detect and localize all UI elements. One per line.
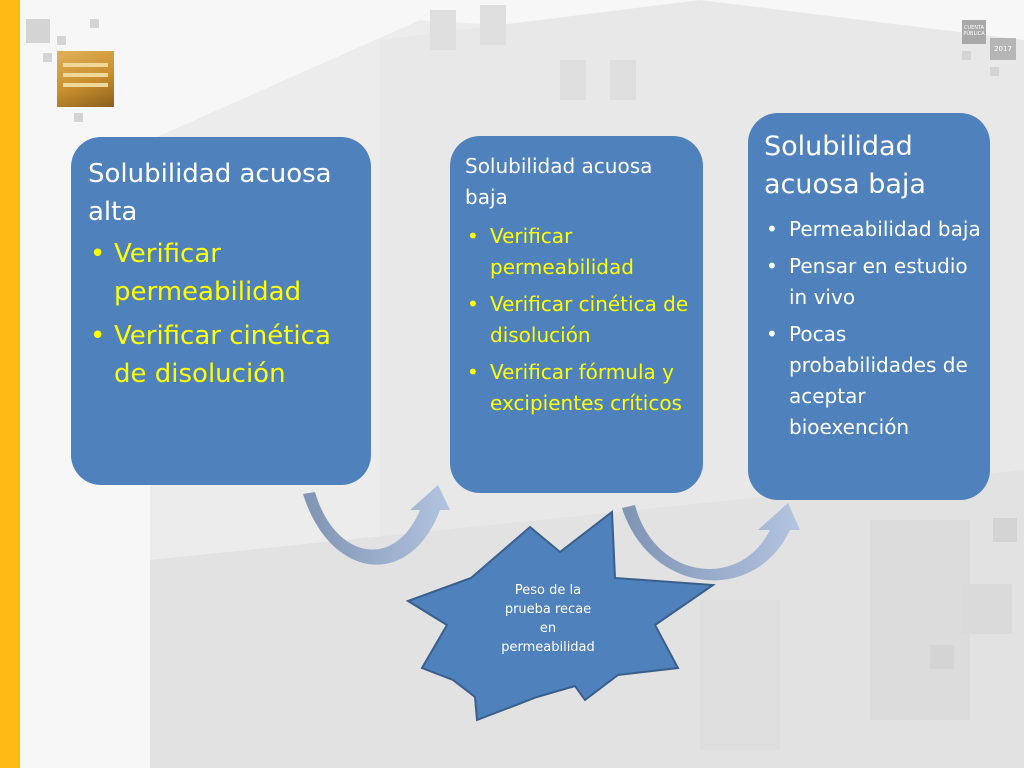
bullet-list: Verificar permeabilidad Verificar cinéti… [465,221,695,419]
badge-line: PÚBLICA [963,31,985,37]
accent-stripe [0,0,20,768]
decor-square [993,518,1017,542]
curved-arrow-2 [622,503,800,581]
callout-text: Peso de la prueba recae en permeabilidad [488,581,608,657]
logo-photo [57,51,114,107]
cuenta-publica-badge: CUENTA PÚBLICA [962,20,986,44]
list-item: Verificar cinética de disolución [88,317,357,393]
bullet-list: Permeabilidad baja Pensar en estudio in … [764,214,982,443]
box-high-solubility: Solubilidad acuosa alta Verificar permea… [71,137,371,485]
badge-line: CUENTA [963,25,985,31]
list-item: Verificar permeabilidad [465,221,695,283]
decor-square [57,36,66,45]
decor-square [962,51,971,60]
box-heading: Solubilidad acuosa baja [764,131,926,200]
list-item: Verificar fórmula y excipientes críticos [465,357,695,419]
box-heading: Solubilidad acuosa alta [88,159,332,227]
curved-arrow-1 [303,485,450,565]
decor-square [43,53,52,62]
box-heading: Solubilidad acuosa baja [465,154,653,209]
box-low-solubility: Solubilidad acuosa baja Verificar permea… [450,136,703,493]
decor-square [90,19,99,28]
list-item: Verificar cinética de disolución [465,289,695,351]
decor-square [26,19,50,43]
bullet-list: Verificar permeabilidad Verificar cinéti… [88,235,357,393]
list-item: Pensar en estudio in vivo [764,251,982,313]
callout-line: permeabilidad [501,640,595,655]
list-item: Permeabilidad baja [764,214,982,245]
decor-square [74,113,83,122]
burst-shape [405,510,716,722]
list-item: Verificar permeabilidad [88,235,357,311]
callout-line: Peso de la [514,583,582,598]
callout-line: en [539,621,557,636]
year-badge: 2017 [990,38,1016,60]
decor-square [930,645,954,669]
box-low-solubility-low-permeability: Solubilidad acuosa baja Permeabilidad ba… [748,113,990,500]
callout-line: prueba recae [504,602,592,617]
decor-square [962,584,1012,634]
decor-square [990,67,999,76]
list-item: Pocas probabilidades de aceptar bioexenc… [764,319,982,443]
